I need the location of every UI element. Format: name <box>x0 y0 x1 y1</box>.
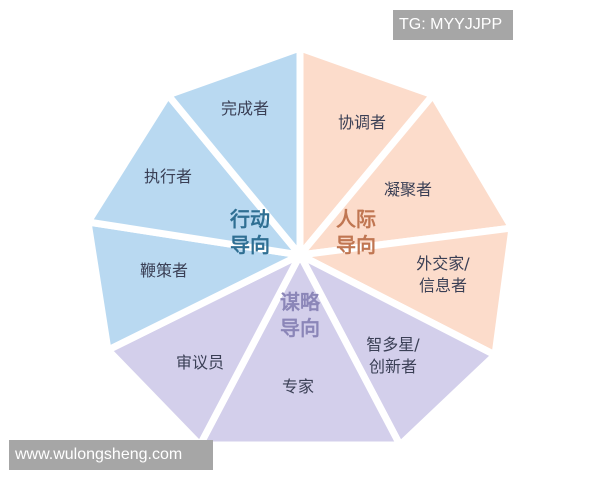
role-label: 智多星/ 创新者 <box>366 335 420 376</box>
role-label: 凝聚者 <box>383 180 433 199</box>
role-label: 完成者 <box>220 99 270 118</box>
wedge-action <box>164 44 304 259</box>
watermark-bottom-left: www.wulongsheng.com <box>9 440 213 470</box>
role-label: 外交家/ 信息者 <box>416 254 470 295</box>
role-label: 协调者 <box>337 113 387 132</box>
role-label: 鞭策者 <box>139 261 189 280</box>
center-hub <box>292 247 308 263</box>
group-label-action: 行动 导向 <box>230 207 270 257</box>
group-label-thinking: 谋略 导向 <box>280 290 320 340</box>
role-label: 执行者 <box>143 167 193 186</box>
role-label: 专家 <box>281 377 315 396</box>
role-label: 审议员 <box>175 353 225 372</box>
watermark-top-right: TG: MYYJJPP <box>393 10 513 40</box>
group-label-people: 人际 导向 <box>336 207 376 257</box>
